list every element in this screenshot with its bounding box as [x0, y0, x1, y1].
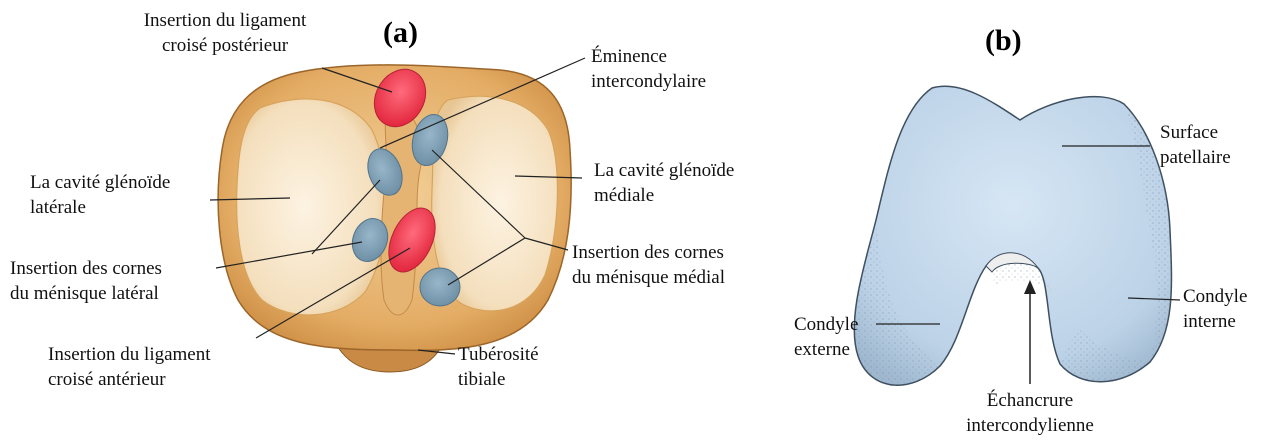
eminence-label: Éminence intercondylaire [591, 44, 706, 94]
distal-femur-illustration [854, 86, 1171, 385]
condyle-external-line2: externe [794, 337, 858, 362]
intercondylar-notch-line2: intercondylienne [940, 413, 1120, 438]
acl-insertion-line1: Insertion du ligament [48, 342, 211, 367]
condyle-external-label: Condyle externe [794, 312, 858, 362]
medial-cavity-line2: médiale [594, 183, 734, 208]
condyle-internal-line2: interne [1183, 309, 1247, 334]
tibial-plateau-illustration [218, 60, 571, 372]
lateral-horns-label: Insertion des cornes du ménisque latéral [10, 256, 162, 306]
pcl-insertion-label: Insertion du ligament croisé postérieur [115, 8, 335, 58]
medial-horns-line1: Insertion des cornes [572, 240, 725, 265]
lateral-cavity-line2: latérale [30, 195, 170, 220]
condyle-internal-line1: Condyle [1183, 284, 1247, 309]
lateral-horns-line1: Insertion des cornes [10, 256, 162, 281]
lateral-glenoid-cavity-shape [237, 99, 387, 315]
acl-insertion-line2: croisé antérieur [48, 367, 211, 392]
eminence-line2: intercondylaire [591, 69, 706, 94]
eminence-line1: Éminence [591, 44, 706, 69]
patellar-surface-line1: Surface [1160, 120, 1231, 145]
tibial-tuberosity-label: Tubérosité tibiale [458, 342, 539, 392]
condyle-internal-label: Condyle interne [1183, 284, 1247, 334]
tibial-tuberosity-line2: tibiale [458, 367, 539, 392]
acl-insertion-label: Insertion du ligament croisé antérieur [48, 342, 211, 392]
condyle-external-line1: Condyle [794, 312, 858, 337]
pcl-insertion-line1: Insertion du ligament [115, 8, 335, 33]
medial-cavity-label: La cavité glénoïde médiale [594, 158, 734, 208]
medial-meniscus-anterior-horn-shape [420, 268, 460, 306]
pcl-insertion-line2: croisé postérieur [115, 33, 335, 58]
lateral-horns-line2: du ménisque latéral [10, 281, 162, 306]
lateral-cavity-label: La cavité glénoïde latérale [30, 170, 170, 220]
medial-horns-line2: du ménisque médial [572, 265, 725, 290]
notch-arrow [1024, 280, 1036, 384]
tibial-tuberosity-line1: Tubérosité [458, 342, 539, 367]
patellar-surface-line2: patellaire [1160, 145, 1231, 170]
intercondylar-notch-line1: Échancrure [940, 388, 1120, 413]
patellar-surface-label: Surface patellaire [1160, 120, 1231, 170]
panel-b-label: (b) [985, 24, 1022, 58]
medial-horns-label: Insertion des cornes du ménisque médial [572, 240, 725, 290]
panel-a-label: (a) [383, 16, 418, 50]
medial-cavity-line1: La cavité glénoïde [594, 158, 734, 183]
lateral-cavity-line1: La cavité glénoïde [30, 170, 170, 195]
intercondylar-notch-label: Échancrure intercondylienne [940, 388, 1120, 438]
